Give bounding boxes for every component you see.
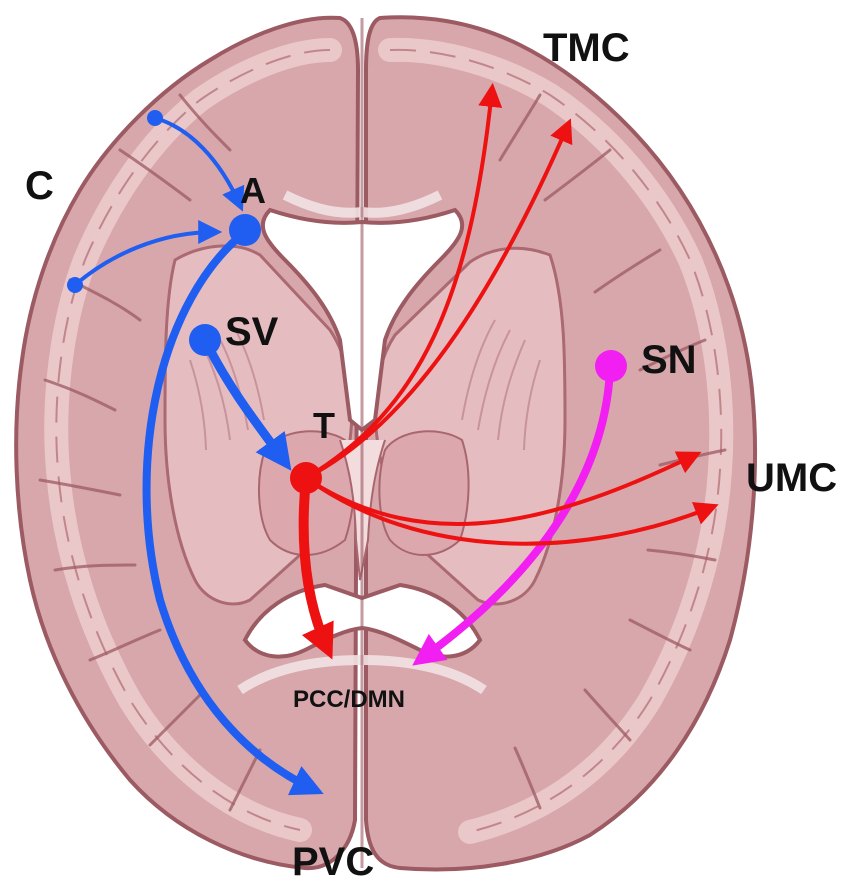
blue-pathways: [67, 110, 324, 796]
t-to-tmc-arrow-2: [305, 118, 573, 480]
label-tmc: TMC: [543, 26, 630, 70]
sv-to-t-arrow: [200, 337, 292, 471]
t-to-umc-arrow-1: [304, 451, 702, 526]
red-pathways: [290, 82, 719, 660]
a-to-pvc-arrow: [142, 228, 324, 796]
t-to-umc-arrow-2: [304, 476, 719, 546]
a-node: [229, 214, 261, 246]
t-to-tmc-arrow-1: [304, 82, 503, 480]
label-sn: SN: [641, 338, 697, 382]
t-node: [290, 462, 322, 494]
sn-to-pcc-arrow: [412, 369, 614, 666]
label-pvc: PVC: [292, 840, 375, 884]
t-to-pcc-arrow: [298, 477, 334, 660]
magenta-pathways: [412, 350, 627, 666]
c-to-a-lower-arrow: [73, 220, 223, 287]
label-sv: SV: [225, 310, 279, 354]
sn-node: [595, 350, 627, 382]
left-hemisphere: [14, 15, 361, 871]
label-t: T: [313, 405, 335, 446]
sv-node: [189, 324, 221, 356]
c-to-a-upper-arrow: [154, 116, 245, 212]
label-c: C: [25, 164, 54, 208]
label-a: A: [240, 170, 266, 211]
c-lower-node: [67, 277, 83, 293]
c-upper-node: [147, 110, 163, 126]
label-umc: UMC: [746, 456, 838, 500]
label-pcc-dmn: PCC/DMN: [293, 686, 405, 713]
